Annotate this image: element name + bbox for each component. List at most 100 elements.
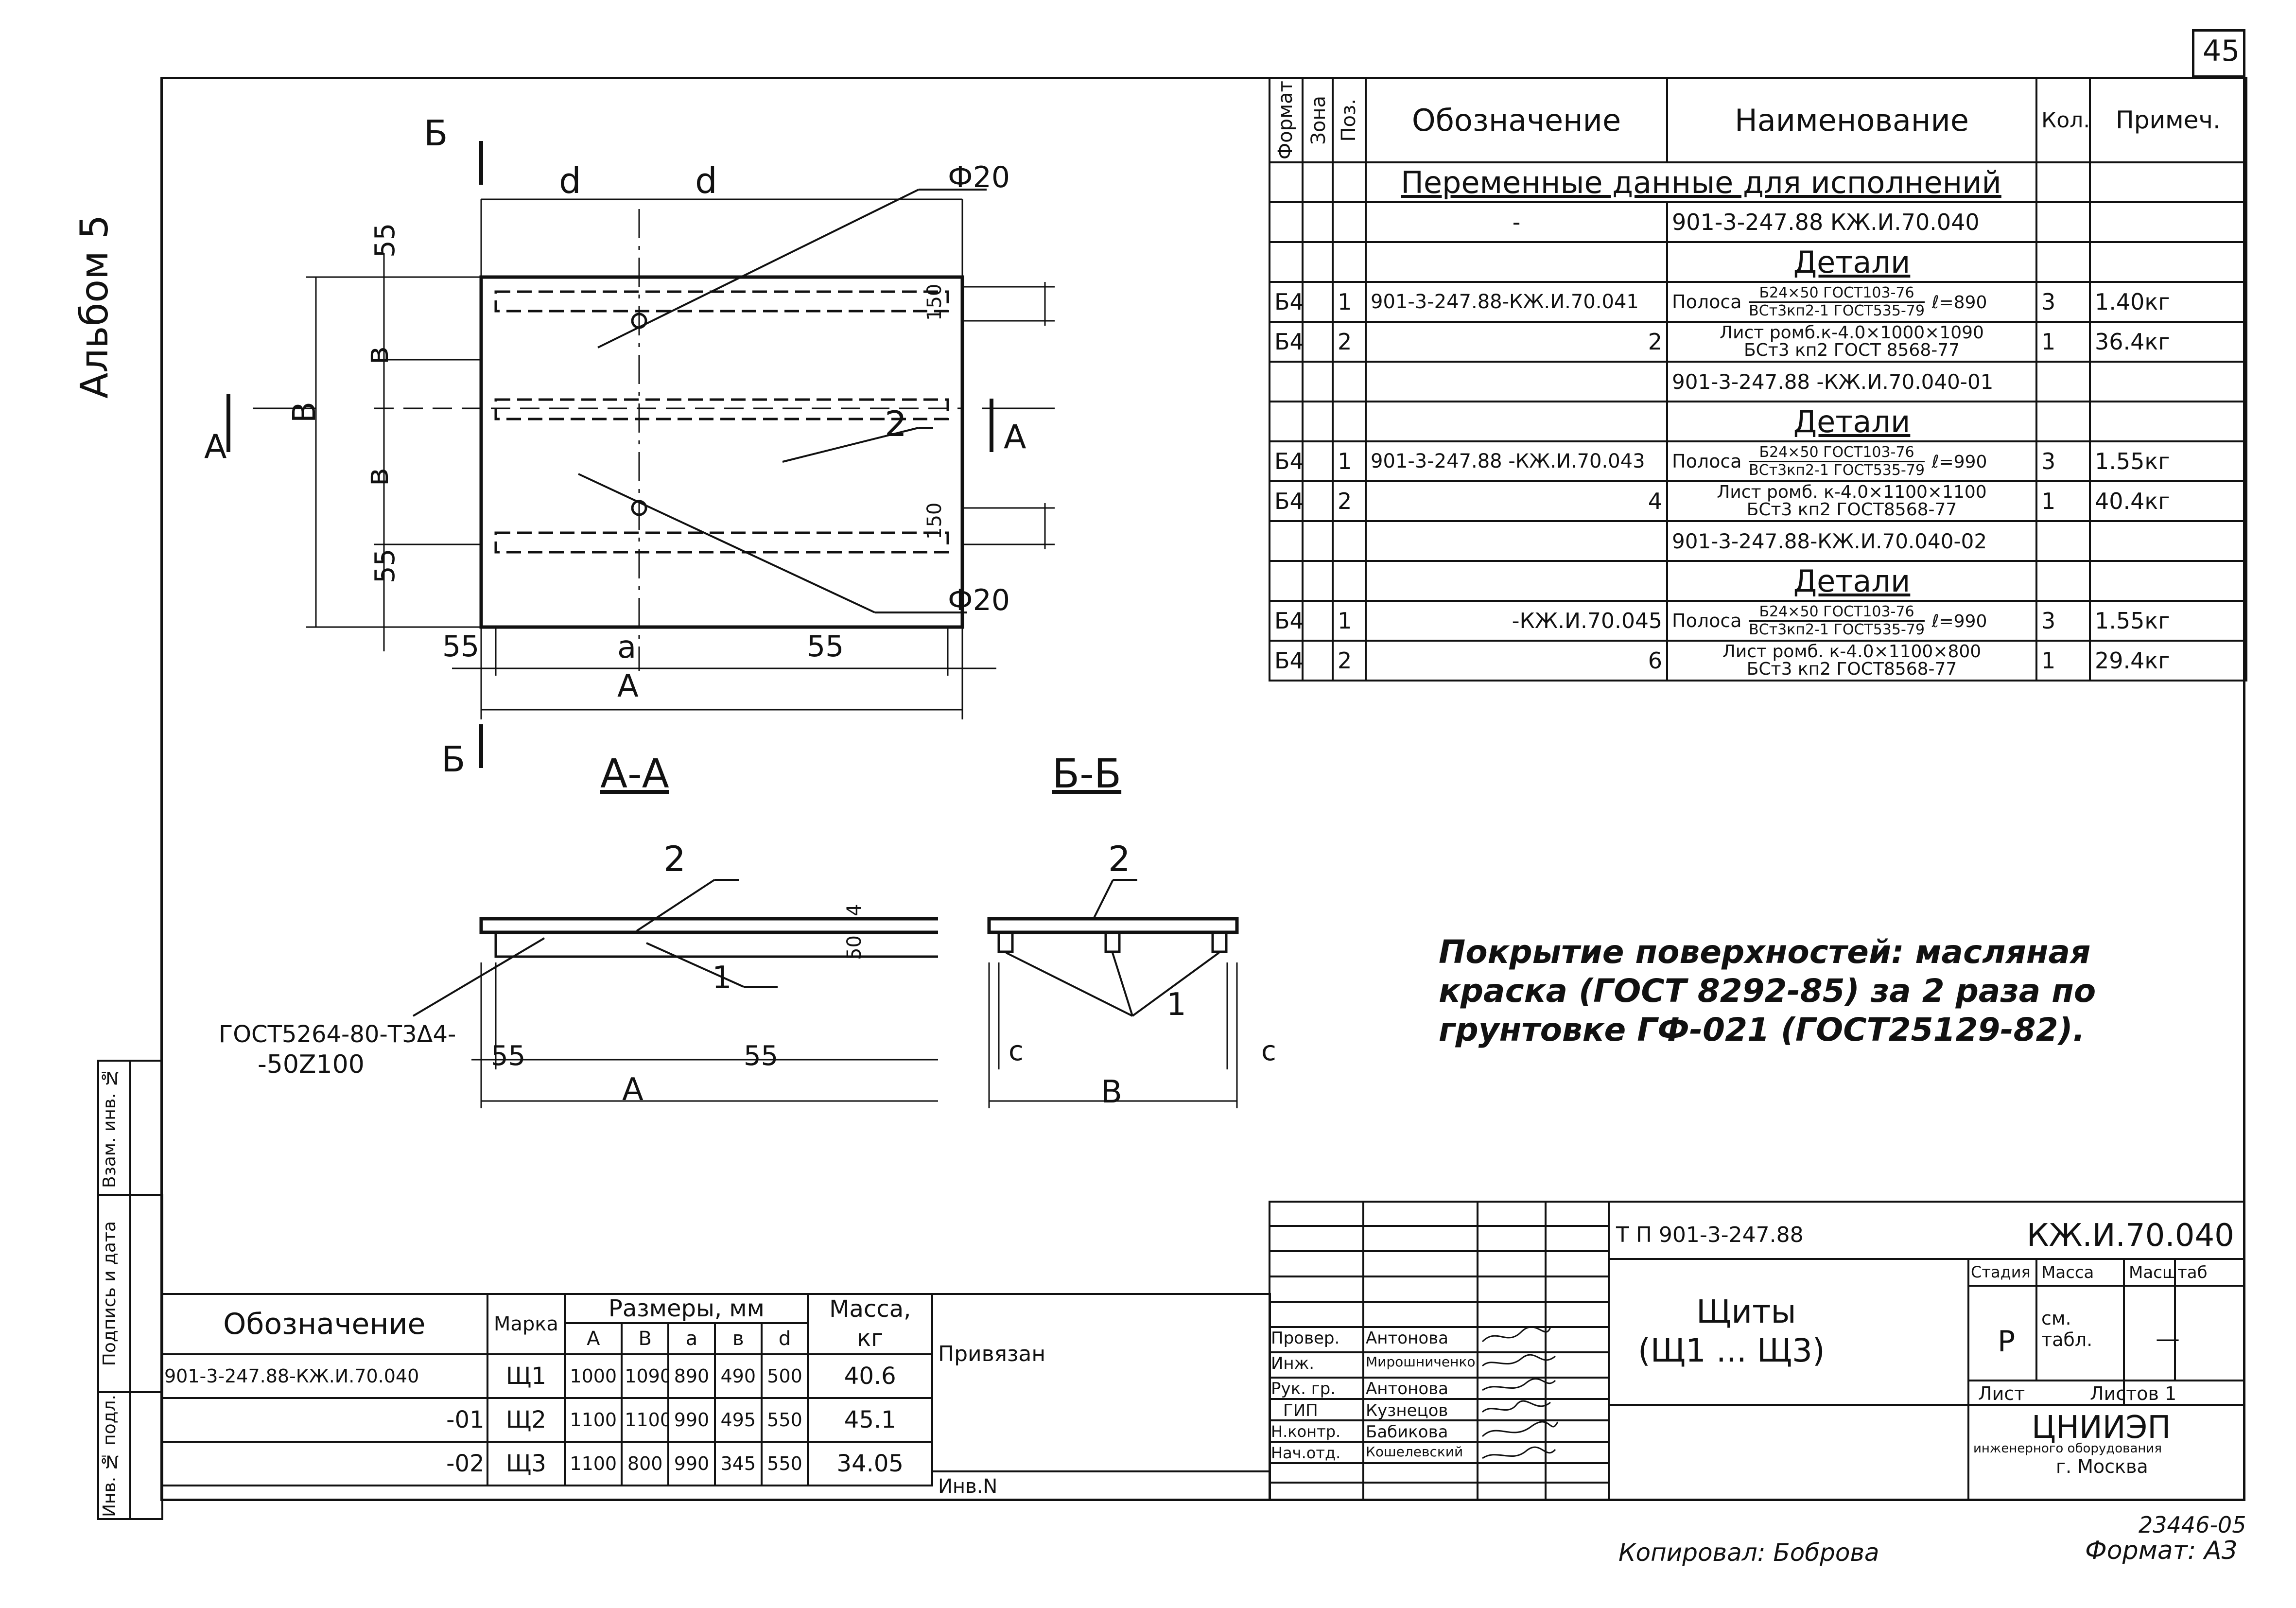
marks-row-mark: Щ1: [486, 1353, 566, 1399]
marks-row-mass: 40.6: [807, 1353, 933, 1399]
spec-row-qty: 3: [2035, 281, 2091, 323]
side-vzam: Взам. инв. №: [100, 1067, 120, 1188]
hole-label-bottom: Ф20: [948, 583, 1010, 617]
side-inv-podl: Инв. № подл.: [100, 1394, 120, 1517]
drawing-frame: [160, 77, 2245, 1501]
tb-role-name: Кузнецов: [1366, 1401, 1448, 1420]
spec-row-designation: 6: [1365, 640, 1668, 682]
spec-row-qty: 3: [2035, 600, 2091, 642]
weld-gost: ГОСТ5264-80-Т3Δ4-: [219, 1021, 456, 1048]
tb-h-stage: Стадия: [1971, 1263, 2031, 1281]
tb-org-sub: инженерного оборудования: [1973, 1441, 2162, 1456]
marks-sub-A: А: [564, 1322, 623, 1355]
group-2-section: Детали: [1666, 401, 2037, 442]
title-block: [1269, 1201, 2245, 1501]
spec-row-designation: -КЖ.И.70.045: [1365, 600, 1668, 642]
tb-role-name: Бабикова: [1366, 1422, 1448, 1442]
marks-h-mass: Масса,: [807, 1293, 933, 1323]
album-label: Альбом 5: [73, 214, 117, 399]
dim-150-bottom: 150: [923, 502, 946, 540]
marks-row-B: 800: [621, 1441, 670, 1486]
marks-row-b: 495: [713, 1397, 763, 1443]
marks-sub-a: а: [667, 1322, 716, 1355]
section-bb-view: [987, 879, 1239, 1108]
tb-city: г. Москва: [2056, 1456, 2148, 1477]
dim-b-lower: в: [360, 468, 396, 486]
pos-1-bb: 1: [1166, 987, 1186, 1023]
coating-note-1: Покрытие поверхностей: масляная: [1439, 933, 2091, 971]
spec-row-pos: 1: [1332, 600, 1367, 642]
spec-row-pos: 2: [1332, 480, 1367, 522]
variable-data-heading: Переменные данные для исполнений: [1365, 161, 2037, 203]
dim-55-bl: 55: [442, 629, 480, 664]
dim-d-right: d: [695, 160, 717, 201]
plan-view: [226, 141, 1055, 768]
marks-h-sizes: Размеры, мм: [564, 1293, 809, 1324]
hdr-name: Наименование: [1666, 77, 2037, 163]
tb-sheets: Листов 1: [2090, 1383, 2177, 1404]
spec-row-designation: 901-3-247.88-КЖ.И.70.041: [1365, 281, 1668, 323]
group-2-doc: 901-3-247.88 -КЖ.И.70.040-01: [1666, 361, 2037, 402]
marks-row-designation: -01: [160, 1397, 488, 1443]
spec-row-fmt: Б4: [1269, 600, 1304, 642]
side-stamp: Взам. инв. № Подпись и дата Инв. № подл.: [97, 1060, 163, 1520]
spec-row-note: 36.4кг: [2089, 321, 2247, 363]
tb-title-1: Щиты: [1696, 1293, 1796, 1330]
dim-55-bottom: 55: [369, 548, 401, 583]
spec-row-designation: 2: [1365, 321, 1668, 363]
marks-row-B: 1100: [621, 1397, 670, 1443]
hdr-format: Формат: [1274, 80, 1297, 160]
group-3-doc: 901-3-247.88-КЖ.И.70.040-02: [1666, 520, 2037, 562]
footer-copied: Копировал: Боброва: [1618, 1538, 1879, 1567]
dim-4: 4: [843, 904, 866, 916]
group-1-doc: 901-3-247.88 КЖ.И.70.040: [1666, 201, 2037, 243]
pos-2-aa: 2: [663, 839, 686, 879]
spec-row-pos: 2: [1332, 321, 1367, 363]
dim-55-br: 55: [807, 629, 844, 664]
spec-row-note: 29.4кг: [2089, 640, 2247, 682]
spec-row-fmt: Б4: [1269, 440, 1304, 482]
hdr-designation: Обозначение: [1365, 77, 1668, 163]
spec-row-note: 1.55кг: [2089, 440, 2247, 482]
tb-h-scale: Масштаб: [2129, 1263, 2208, 1282]
marks-row-B: 1090: [621, 1353, 670, 1399]
marks-row-mark: Щ2: [486, 1397, 566, 1443]
pos-2-bb: 2: [1108, 839, 1131, 879]
marks-row-b: 345: [713, 1441, 763, 1486]
spec-row-qty: 1: [2035, 640, 2091, 682]
marks-row-A: 1000: [564, 1353, 623, 1399]
pos-2-plan: 2: [885, 403, 907, 444]
tb-role: Провер.: [1271, 1328, 1340, 1348]
binding-divider: [931, 1470, 1271, 1472]
spec-dash: -: [1365, 201, 1668, 243]
spec-row-note: 40.4кг: [2089, 480, 2247, 522]
marks-row-mass: 45.1: [807, 1397, 933, 1443]
section-marker-b-top: Б: [424, 113, 448, 154]
tb-stage: Р: [1998, 1325, 2016, 1359]
tb-role-name: Антонова: [1366, 1328, 1448, 1348]
spec-row-note: 1.55кг: [2089, 600, 2247, 642]
strip-top: [494, 290, 949, 313]
binding-box: [931, 1293, 1271, 1501]
binding-inv: Инв.N: [938, 1475, 998, 1498]
hdr-qty: Кол.: [2035, 77, 2091, 163]
spec-row-pos: 1: [1332, 281, 1367, 323]
coating-note-3: грунтовке ГФ-021 (ГОСТ25129-82).: [1439, 1011, 2085, 1049]
marks-row-designation: 901-3-247.88-КЖ.И.70.040: [160, 1353, 488, 1399]
dim-B-bb: В: [1101, 1074, 1122, 1110]
binding-privyazan: Привязан: [938, 1342, 1046, 1366]
spec-row-fmt: Б4: [1269, 640, 1304, 682]
spec-row-note: 1.40кг: [2089, 281, 2247, 323]
tb-title-2: (Щ1 ... Щ3): [1638, 1332, 1825, 1369]
dim-55-aa-left: 55: [491, 1040, 526, 1072]
spec-row-qty: 1: [2035, 321, 2091, 363]
tb-scale: —: [2156, 1325, 2180, 1353]
plate-outline: [479, 275, 964, 629]
group-3-section: Детали: [1666, 560, 2037, 602]
tb-org: ЦНИИЭП: [2032, 1410, 2171, 1446]
marks-row-d: 500: [760, 1353, 809, 1399]
marks-row-b: 490: [713, 1353, 763, 1399]
